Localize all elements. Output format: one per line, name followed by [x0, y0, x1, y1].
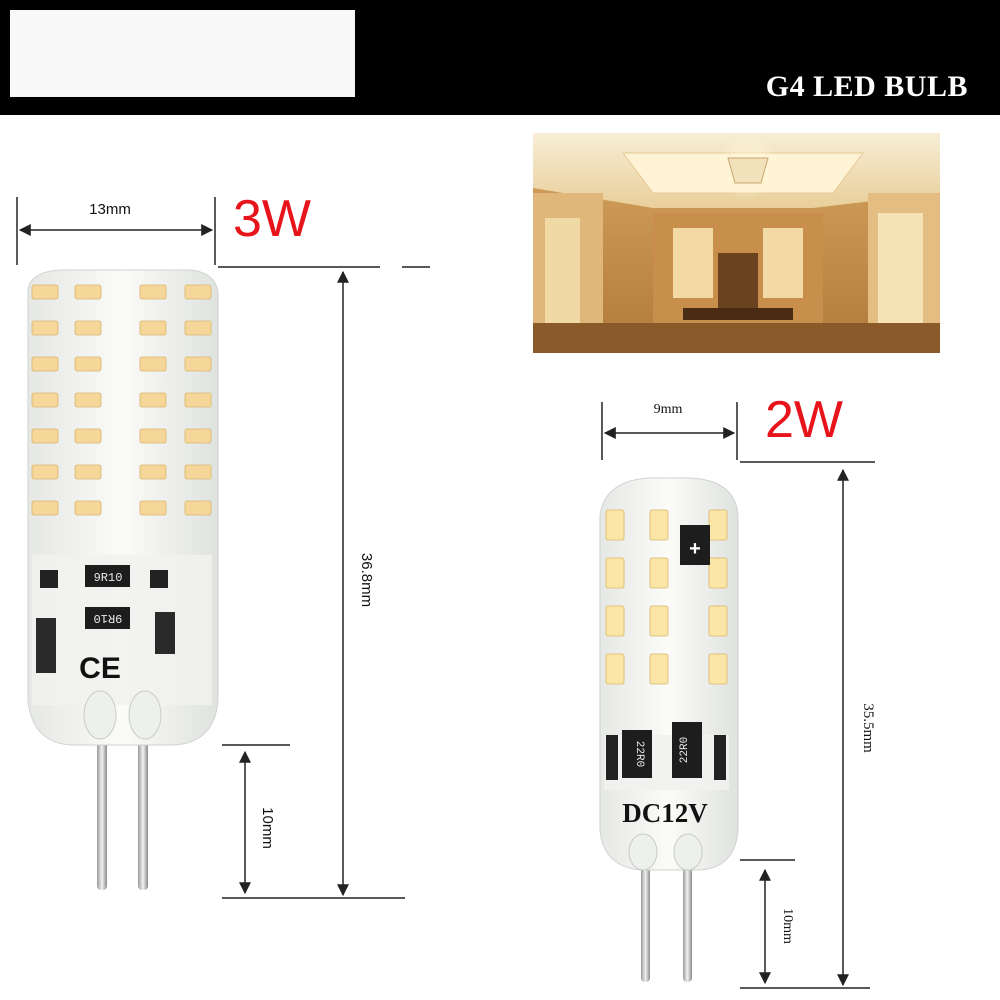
led-chip: [74, 284, 102, 300]
width-label-2w: 9mm: [654, 402, 683, 417]
led-chip: [184, 464, 212, 480]
led-chip: [74, 500, 102, 516]
length-label-2w: 35.5mm: [860, 703, 876, 753]
led-chip: [708, 557, 728, 589]
resistor-1-label: 9R10: [94, 571, 123, 585]
led-chip: [649, 605, 669, 637]
led-chip: [184, 284, 212, 300]
led-chip: [708, 653, 728, 685]
led-chip: [74, 428, 102, 444]
pin-left: [97, 735, 107, 890]
led-chip: [184, 392, 212, 408]
resistor-1-label: 22R0: [633, 741, 645, 767]
led-chip: [74, 464, 102, 480]
led-chip: [74, 320, 102, 336]
led-chip: [708, 509, 728, 541]
led-chip: [184, 500, 212, 516]
led-chip: [139, 464, 167, 480]
pin-right: [683, 860, 692, 982]
led-chip: [708, 605, 728, 637]
led-chip: [31, 464, 59, 480]
voltage-label: DC12V: [622, 798, 708, 828]
header-bar: G4 LED BULB: [0, 0, 1000, 115]
wattage-3w: 3W: [233, 190, 311, 248]
led-chip: [31, 320, 59, 336]
led-chip: [139, 356, 167, 372]
led-chip: [31, 356, 59, 372]
page-title: G4 LED BULB: [765, 70, 968, 103]
led-chip: [31, 428, 59, 444]
led-chip: [139, 320, 167, 336]
resistor-1: [85, 565, 130, 587]
resistor-2-label: 9R10: [94, 611, 123, 625]
pin-label-2w: 10mm: [780, 908, 795, 944]
resistor-1: [622, 730, 652, 778]
led-chip: [184, 320, 212, 336]
led-chip: [649, 509, 669, 541]
led-chip: [184, 356, 212, 372]
led-chip: [605, 653, 625, 685]
wattage-2w: 2W: [765, 391, 843, 449]
polarity-mark: +: [689, 538, 701, 560]
header-blank-panel: [10, 10, 355, 97]
led-chip: [139, 428, 167, 444]
resistor-2: [85, 607, 130, 629]
resistor-2: [672, 722, 702, 778]
pin-label-3w: 10mm: [259, 807, 276, 849]
led-chip: [139, 284, 167, 300]
led-chip: [605, 557, 625, 589]
ce-mark: CE: [79, 652, 121, 685]
led-chip: [31, 500, 59, 516]
bulb-3w: 9R10 9R10 CE: [27, 269, 219, 890]
led-array-2w: [605, 509, 728, 685]
room-photo: [533, 133, 940, 353]
led-chip: [649, 653, 669, 685]
led-chip: [31, 284, 59, 300]
led-chip: [184, 428, 212, 444]
led-chip: [74, 356, 102, 372]
bulb-2w: + 22R0 22R0 DC12V: [599, 477, 739, 982]
led-chip: [74, 392, 102, 408]
resistor-2-label: 22R0: [679, 737, 691, 763]
led-chip: [139, 392, 167, 408]
length-label-3w: 36.8mm: [358, 553, 375, 607]
led-chip: [31, 392, 59, 408]
width-label-3w: 13mm: [89, 201, 131, 218]
led-array-3w: [31, 284, 212, 516]
pin-right: [138, 735, 148, 890]
dimensions-2w: [601, 402, 875, 989]
led-chip: [605, 605, 625, 637]
led-chip: [649, 557, 669, 589]
led-chip: [139, 500, 167, 516]
pin-left: [641, 860, 650, 982]
dimensions-3w: [16, 197, 430, 899]
led-chip: [605, 509, 625, 541]
